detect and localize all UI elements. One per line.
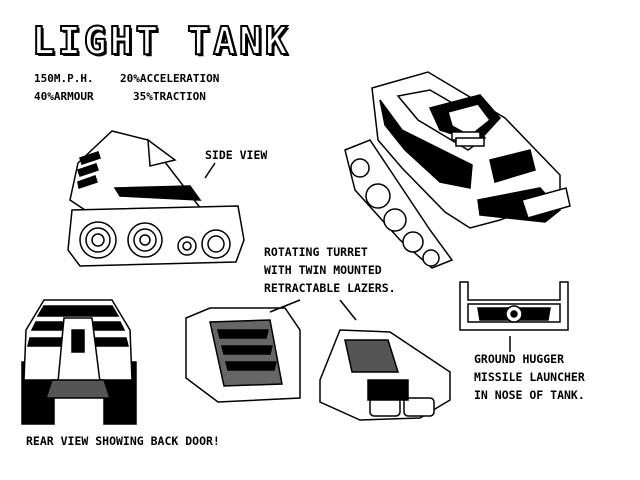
stat-traction: 35%TRACTION xyxy=(133,90,206,103)
label-rear-view: REAR VIEW SHOWING BACK DOOR! xyxy=(26,434,220,448)
label-turret-2: WITH TWIN MOUNTED xyxy=(264,263,382,277)
turret-closed xyxy=(185,307,301,403)
main-view-tank xyxy=(344,71,571,269)
turret-pointer-2 xyxy=(339,299,357,321)
turret-pointer-1 xyxy=(269,299,301,313)
side-view-tank xyxy=(67,130,245,267)
stat-speed: 150M.P.H. xyxy=(34,72,94,85)
turret-open xyxy=(319,329,451,421)
label-missile-1: GROUND HUGGER xyxy=(474,352,565,366)
stat-acceleration: 20%ACCELERATION xyxy=(120,72,220,85)
missile-launcher xyxy=(459,281,569,331)
sheet-title: LIGHT TANK xyxy=(31,19,291,63)
label-missile-3: IN NOSE OF TANK. xyxy=(474,388,585,402)
label-side-view: SIDE VIEW xyxy=(205,148,268,162)
stat-armour: 40%ARMOUR xyxy=(34,90,94,103)
side-view-pointer xyxy=(204,162,216,179)
label-turret-1: ROTATING TURRET xyxy=(264,245,368,259)
rear-view-tank xyxy=(21,299,137,425)
label-missile-2: MISSILE LAUNCHER xyxy=(474,370,585,384)
label-turret-3: RETRACTABLE LAZERS. xyxy=(264,281,396,295)
